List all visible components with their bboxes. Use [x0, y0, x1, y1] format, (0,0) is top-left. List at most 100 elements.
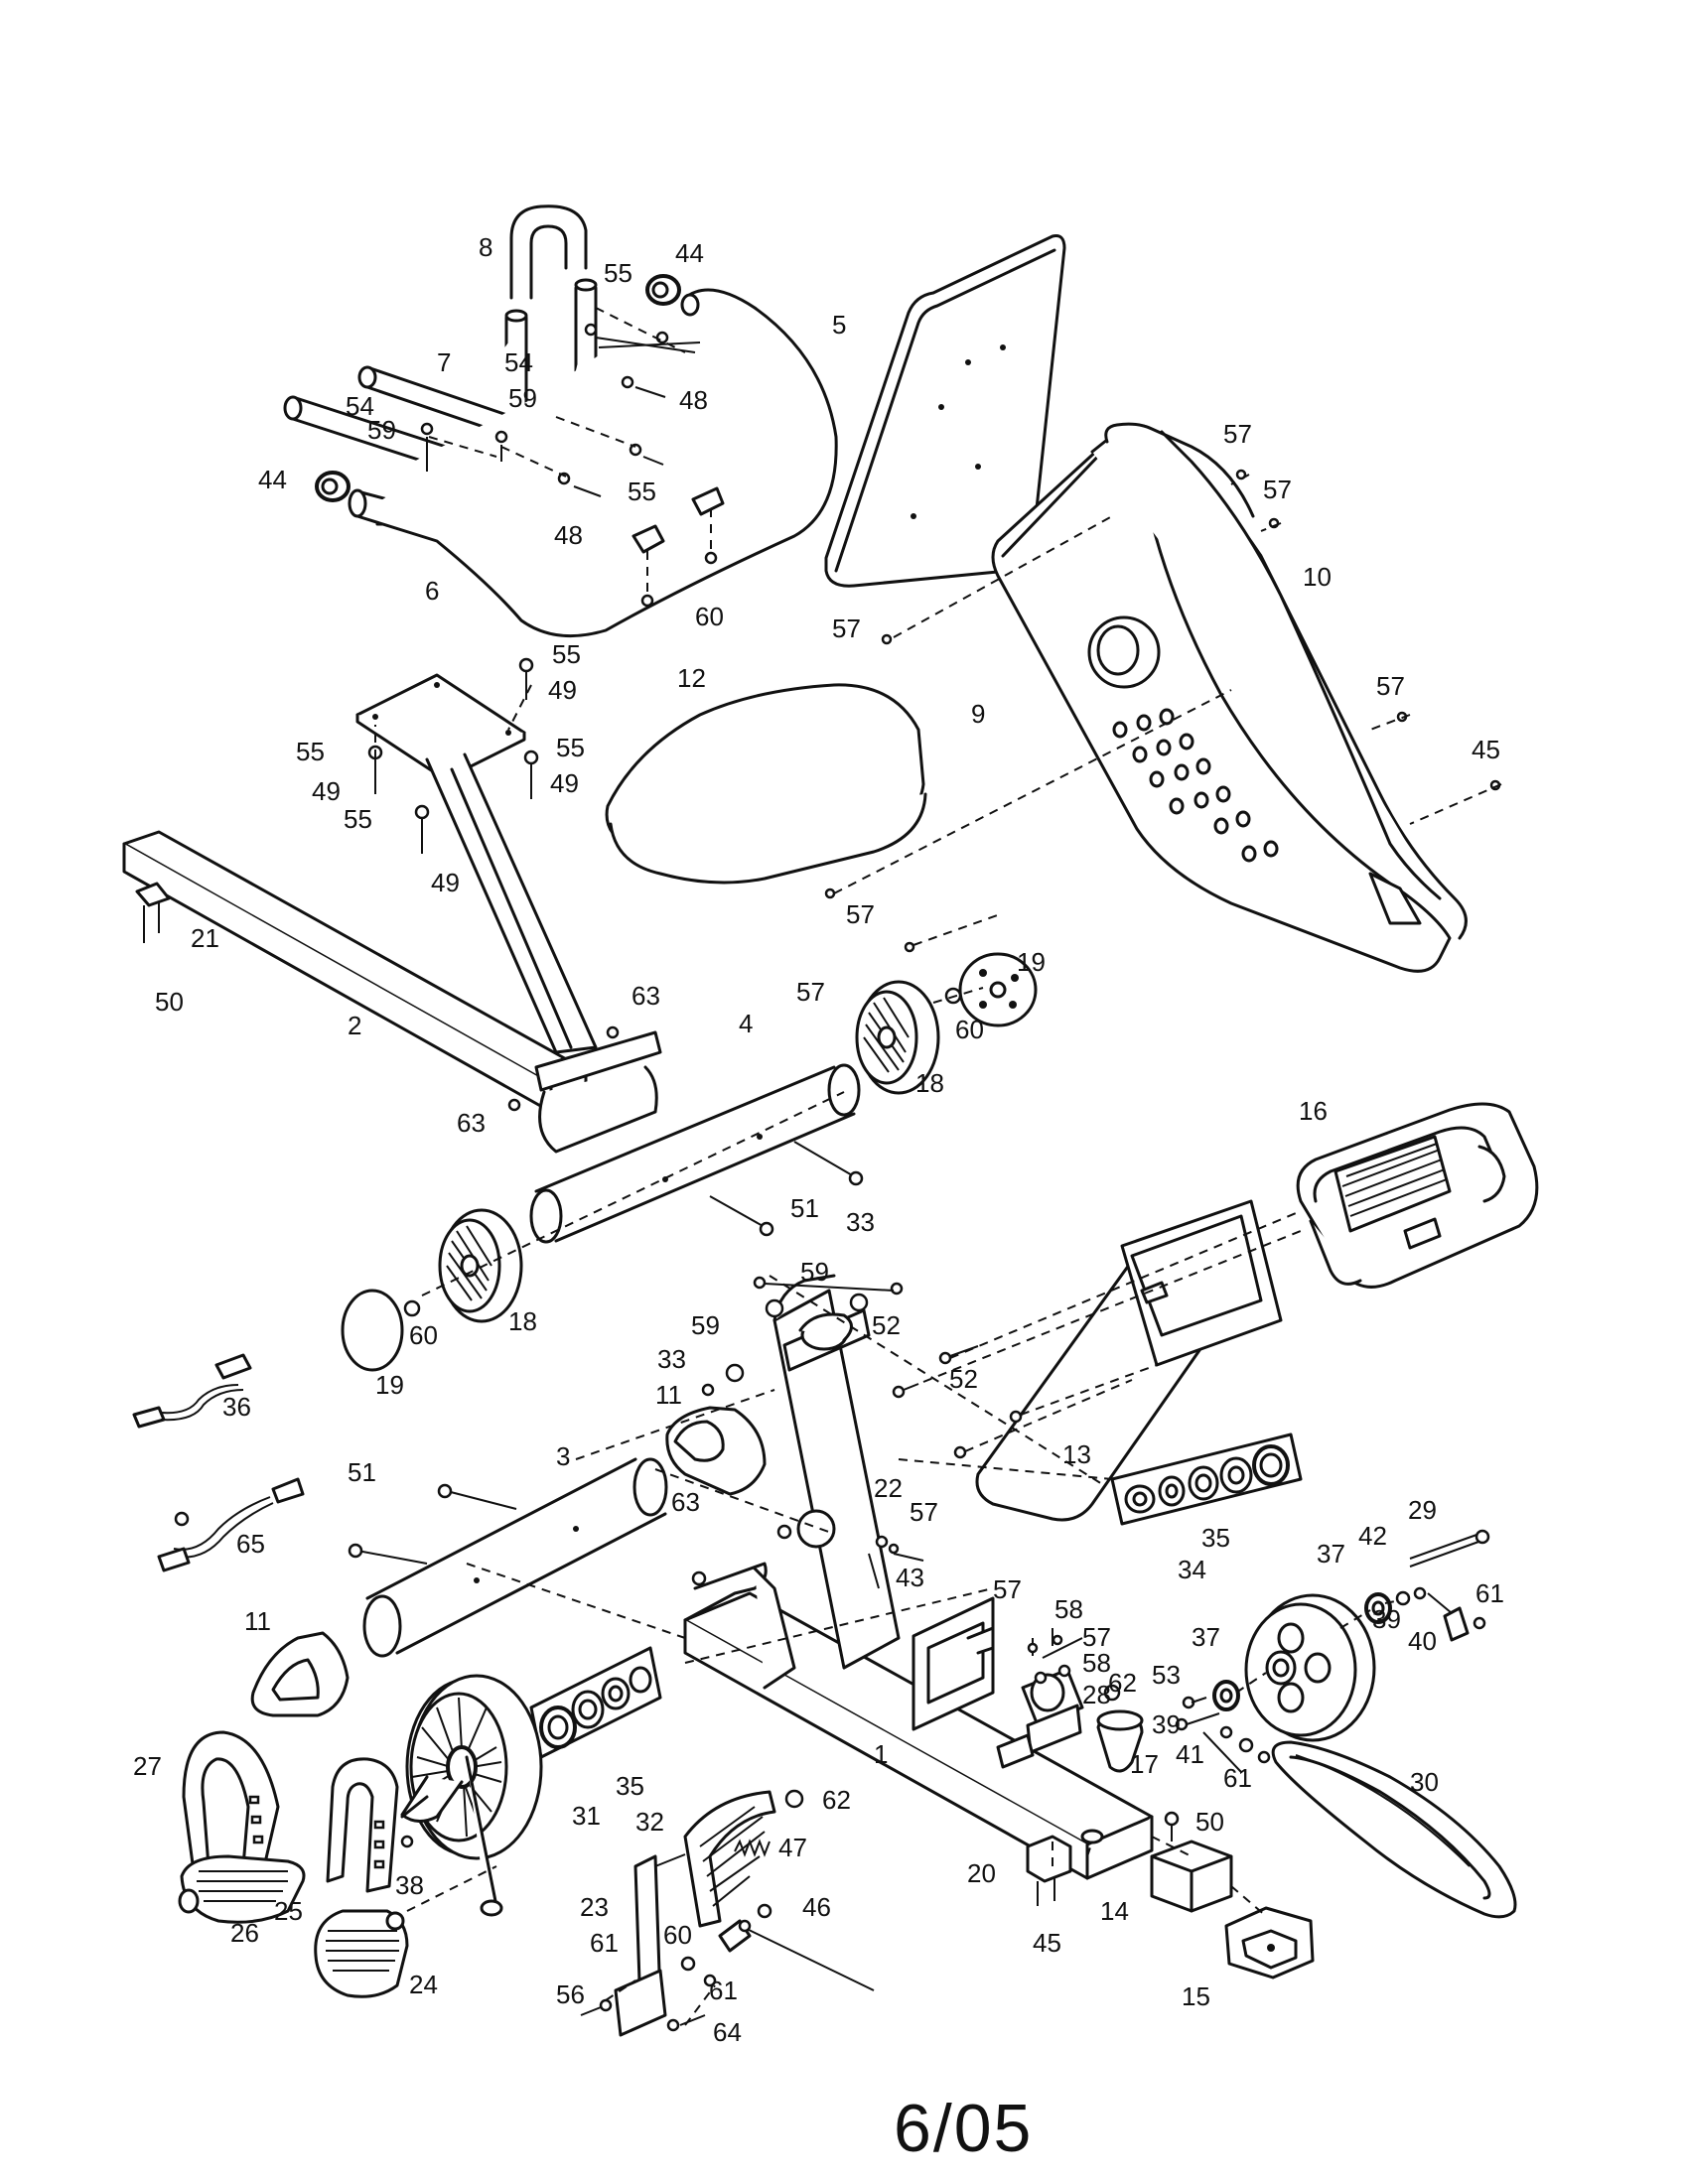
rear-tube-part-3 [362, 1457, 668, 1658]
bolts-part-51-lower [348, 1483, 517, 1565]
main-frame-part-1 [683, 1274, 1154, 1880]
callout-55: 55 [604, 258, 632, 288]
handlebar-dashed-leads [428, 307, 712, 596]
pedal-strap-part-25 [326, 1757, 399, 1893]
callout-43: 43 [896, 1563, 924, 1592]
callout-37: 37 [1317, 1539, 1345, 1569]
callout-49: 49 [312, 776, 341, 806]
callout-44: 44 [675, 238, 704, 268]
callout-60: 60 [955, 1015, 984, 1044]
callout-60: 60 [695, 602, 724, 631]
shroud-screws [824, 469, 1502, 953]
callout-9: 9 [971, 699, 986, 729]
callout-12: 12 [677, 663, 706, 693]
callout-18: 18 [915, 1068, 944, 1098]
callout-59: 59 [691, 1310, 720, 1340]
callout-8: 8 [479, 232, 493, 262]
callout-5: 5 [832, 310, 847, 340]
pedal-part-24 [314, 1909, 409, 1998]
grip-bracket-left [632, 524, 665, 554]
callout-28: 28 [1082, 1680, 1111, 1709]
callout-33: 33 [846, 1207, 875, 1237]
callout-7: 7 [437, 347, 452, 377]
callout-60: 60 [409, 1320, 438, 1350]
callout-38: 38 [395, 1870, 424, 1900]
nut-part-62-left [784, 1789, 804, 1809]
callout-63: 63 [632, 981, 660, 1011]
callout-57: 57 [1223, 419, 1252, 449]
neck-bracket [782, 1308, 871, 1372]
end-cap-part-14 [1150, 1811, 1233, 1913]
grip-bracket-right [691, 486, 725, 516]
callout-52: 52 [949, 1364, 978, 1394]
bearing-set-part-35-left [529, 1646, 662, 1759]
axle-tube-part-4 [529, 1063, 861, 1244]
callout-60: 60 [663, 1920, 692, 1950]
callout-30: 30 [1410, 1767, 1439, 1797]
neck-hardware [701, 1276, 904, 1397]
nut-part-62-right [1103, 1684, 1121, 1702]
callout-34: 34 [1178, 1555, 1206, 1584]
seat-hardware [135, 657, 620, 1112]
seat-plate-and-post [355, 673, 662, 1154]
frame-dashed-leads [1052, 1836, 1267, 1917]
callout-59: 59 [800, 1257, 829, 1287]
callout-62: 62 [822, 1785, 851, 1815]
backrest-part-5 [824, 234, 1066, 588]
callout-58: 58 [1054, 1594, 1083, 1624]
callout-58: 58 [1082, 1648, 1111, 1678]
callout-4: 4 [739, 1009, 754, 1038]
flywheel-part-34 [1244, 1593, 1376, 1742]
callout-45: 45 [1033, 1928, 1061, 1958]
callout-55: 55 [628, 477, 656, 506]
callout-24: 24 [409, 1970, 438, 1999]
callout-23: 23 [580, 1892, 609, 1922]
end-cap-part-19-left [341, 1289, 404, 1372]
seat-cushion-part-12 [605, 683, 927, 885]
callout-19: 19 [375, 1370, 404, 1400]
nut-part-60-left [403, 1299, 421, 1317]
callout-39: 39 [1372, 1604, 1401, 1634]
wheel-part-18-right [855, 980, 940, 1095]
callout-57: 57 [993, 1574, 1022, 1604]
callout-64: 64 [713, 2017, 742, 2047]
callout-59: 59 [508, 383, 537, 413]
drive-belt-part-30 [1271, 1740, 1517, 1919]
callout-40: 40 [1408, 1626, 1437, 1656]
callout-1: 1 [874, 1739, 889, 1769]
screw-part-38 [400, 1835, 414, 1848]
callout-51: 51 [348, 1457, 376, 1487]
callout-41: 41 [1176, 1739, 1204, 1769]
callout-59: 59 [367, 415, 396, 445]
bolts-part-51-upper [709, 1141, 864, 1237]
callout-33: 33 [657, 1344, 686, 1374]
callout-47: 47 [778, 1833, 807, 1862]
callout-46: 46 [802, 1892, 831, 1922]
callout-50: 50 [155, 987, 184, 1017]
brake-hardware [580, 1903, 772, 2032]
pedal-strap-part-27 [182, 1730, 280, 1873]
end-cap-part-15 [1224, 1906, 1315, 1979]
end-cap-part-11-lower [250, 1631, 350, 1717]
callout-44: 44 [258, 465, 287, 494]
callout-57: 57 [832, 614, 861, 643]
callout-11: 11 [655, 1380, 682, 1410]
pedal-part-26 [178, 1854, 306, 1924]
callout-53: 53 [1152, 1660, 1181, 1690]
wire-harness-part-36 [132, 1353, 252, 1429]
callout-54: 54 [346, 391, 374, 421]
callout-2: 2 [348, 1011, 362, 1040]
handlebar-hardware [420, 323, 718, 608]
callout-13: 13 [1062, 1439, 1091, 1469]
callout-31: 31 [572, 1801, 601, 1831]
callout-36: 36 [222, 1392, 251, 1422]
callout-55: 55 [552, 639, 581, 669]
callout-14: 14 [1100, 1896, 1129, 1926]
callout-55: 55 [296, 737, 325, 766]
callout-63: 63 [671, 1487, 700, 1517]
console-hardware [769, 1210, 1302, 1485]
foot-part-20 [1026, 1835, 1072, 1906]
callout-22: 22 [874, 1473, 903, 1503]
